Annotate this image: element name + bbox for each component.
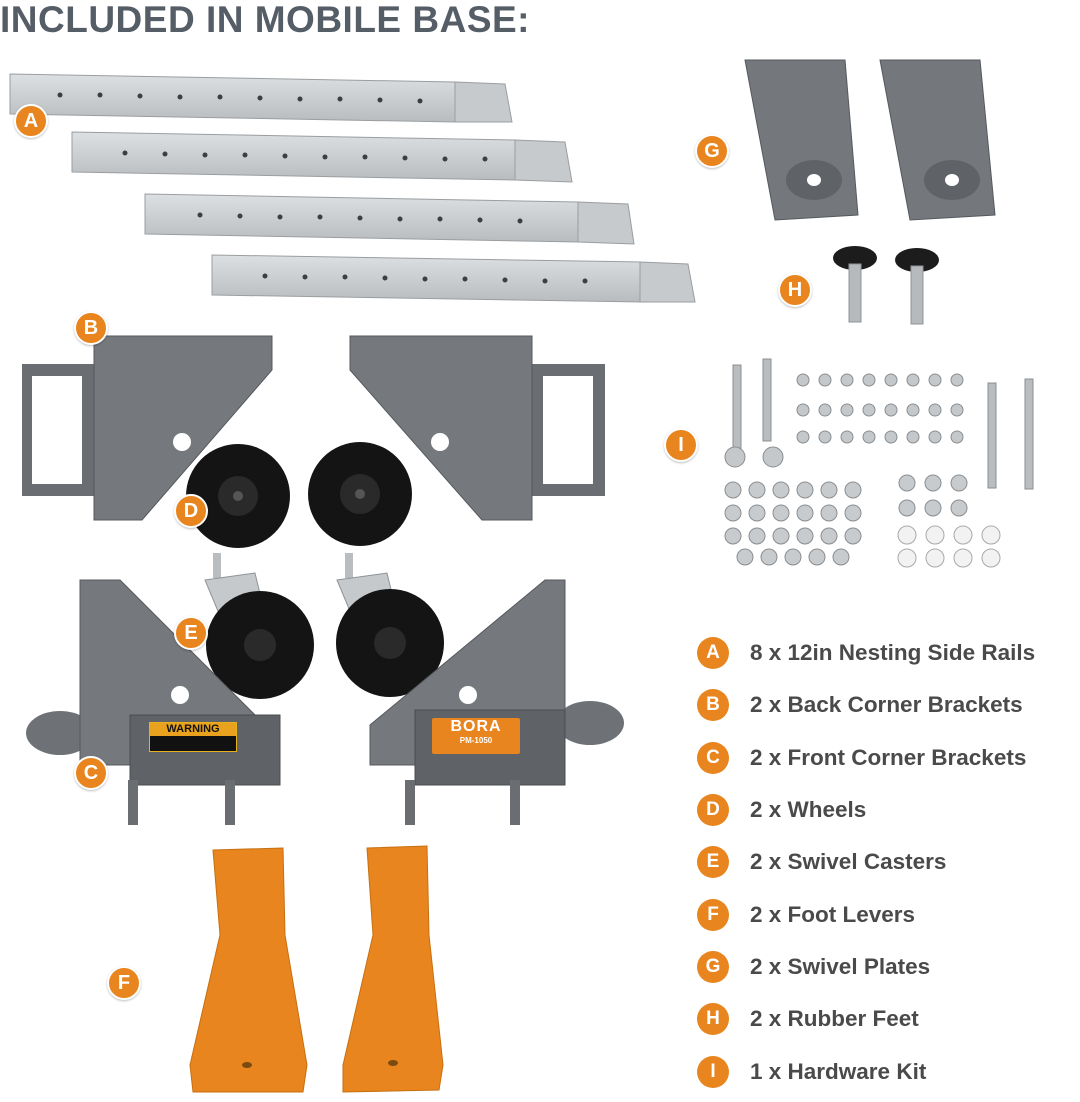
badge-c: C [74, 756, 108, 790]
badge-f: F [107, 966, 141, 1000]
legend-badge: H [697, 1003, 729, 1036]
legend-text: 2 x Foot Levers [750, 901, 916, 927]
legend-text: 1 x Hardware Kit [750, 1058, 927, 1084]
legend-item: D 2 x Wheels [697, 784, 1080, 836]
legend-badge: F [697, 898, 729, 931]
front-corner-brackets-image [26, 579, 624, 825]
warning-sticker-header: WARNING [150, 723, 236, 736]
wheel [186, 444, 290, 548]
model-number: PM-1050 [459, 736, 493, 745]
rubber-feet-image [833, 246, 939, 325]
legend-text: 2 x Back Corner Brackets [750, 692, 1023, 718]
rubber-foot [895, 248, 939, 325]
legend-item: G 2 x Swivel Plates [697, 941, 1080, 993]
rail [144, 193, 635, 245]
back-corner-bracket [349, 335, 605, 521]
swivel-plate [744, 59, 859, 221]
rail [71, 131, 573, 183]
legend-text: 2 x Rubber Feet [750, 1006, 919, 1032]
legend-item: F 2 x Foot Levers [697, 888, 1080, 940]
legend-badge: C [697, 741, 729, 774]
brand-logo: BORA [450, 718, 502, 735]
hardware-kit-image [724, 358, 1034, 568]
swivel-plates-image [744, 59, 996, 221]
page-title: INCLUDED IN MOBILE BASE: [0, 0, 530, 40]
badge-b: B [74, 311, 108, 345]
legend-item: B 2 x Back Corner Brackets [697, 679, 1080, 731]
rubber-foot [833, 246, 877, 323]
legend-text: 2 x Wheels [750, 797, 867, 823]
badge-d: D [174, 494, 208, 528]
wheel [308, 442, 412, 546]
legend-badge: B [697, 689, 729, 722]
back-corner-brackets-image [22, 335, 605, 521]
legend-badge: D [697, 794, 729, 827]
swivel-caster [204, 553, 314, 699]
legend-text: 2 x Front Corner Brackets [750, 744, 1027, 770]
legend-item: C 2 x Front Corner Brackets [697, 732, 1080, 784]
wheels-image [186, 442, 412, 548]
front-corner-bracket [26, 579, 281, 825]
swivel-casters-image [204, 553, 444, 699]
rail [211, 254, 696, 303]
legend-item: A 8 x 12in Nesting Side Rails [697, 627, 1080, 679]
swivel-caster [336, 553, 444, 697]
legend-item: I 1 x Hardware Kit [697, 1045, 1080, 1097]
legend-badge: A [697, 637, 729, 670]
legend-item: H 2 x Rubber Feet [697, 993, 1080, 1045]
badge-i: I [664, 428, 698, 462]
foot-lever [342, 845, 444, 1093]
back-corner-bracket [22, 335, 273, 521]
rail [9, 73, 513, 123]
legend-item: E 2 x Swivel Casters [697, 836, 1080, 888]
legend-badge: G [697, 950, 729, 983]
bora-plate: BORA PM-1050 [432, 718, 520, 754]
legend-text: 8 x 12in Nesting Side Rails [750, 640, 1036, 666]
legend-badge: E [697, 846, 729, 879]
badge-h: H [778, 273, 812, 307]
foot-levers-image [189, 845, 444, 1093]
legend-text: 2 x Swivel Casters [750, 849, 947, 875]
legend-badge: I [697, 1055, 729, 1088]
parts-legend: A 8 x 12in Nesting Side Rails B 2 x Back… [697, 627, 1080, 1098]
swivel-plate [879, 59, 996, 221]
side-rails-image [9, 73, 696, 303]
foot-lever [189, 847, 308, 1093]
front-corner-bracket [369, 579, 624, 825]
badge-a: A [14, 104, 48, 138]
badge-g: G [695, 134, 729, 168]
legend-text: 2 x Swivel Plates [750, 953, 931, 979]
warning-sticker: WARNING [149, 722, 237, 752]
badge-e: E [174, 616, 208, 650]
